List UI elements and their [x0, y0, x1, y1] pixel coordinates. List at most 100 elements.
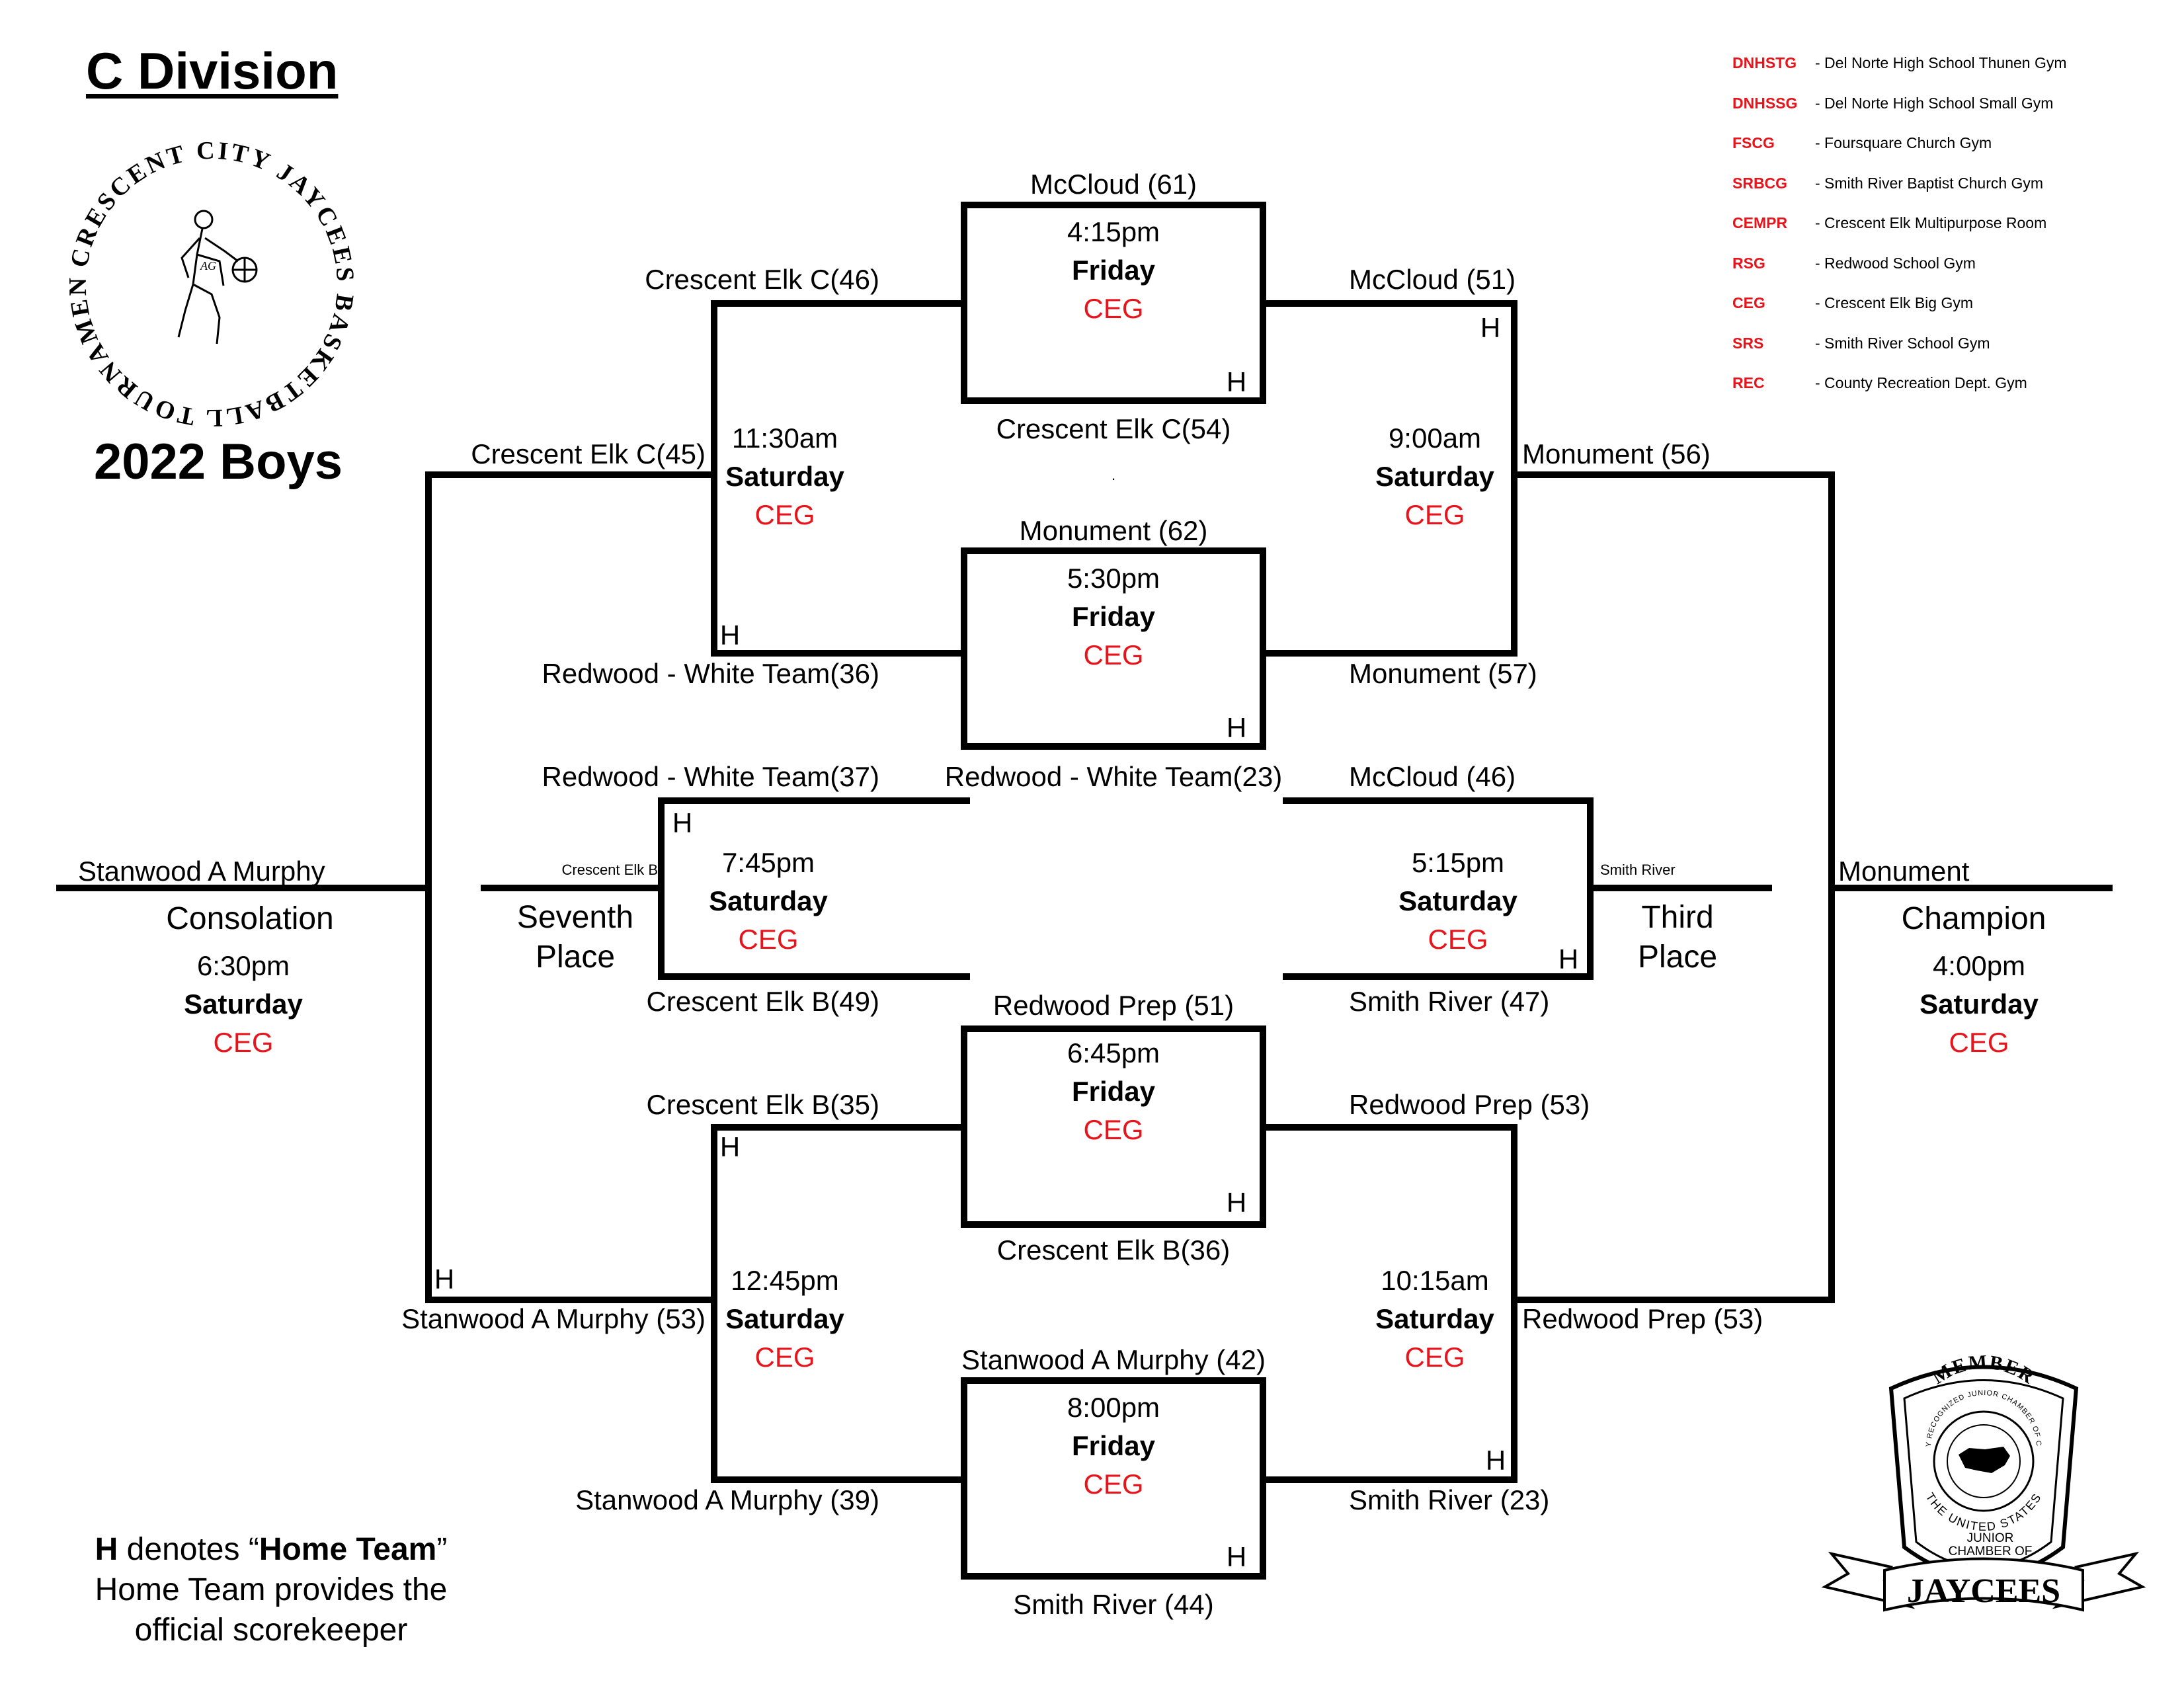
consolation-label: Consolation: [166, 901, 334, 936]
right-team-label: Smith River (47): [1349, 986, 1550, 1017]
right-team-label: McCloud (51): [1349, 264, 1516, 295]
g4-day: Friday: [1071, 1430, 1156, 1461]
g2-top-team: Monument (62): [1019, 515, 1208, 546]
g3-time: 6:45pm: [1067, 1037, 1160, 1068]
champion-label: Champion: [1901, 901, 2046, 936]
seal-junior-text: JUNIOR: [1967, 1531, 2014, 1545]
third-time: 5:15pm: [1411, 847, 1505, 878]
left-team-label: Redwood - White Team(37): [542, 761, 879, 792]
right-team-label: Monument (56): [1522, 438, 1711, 469]
left-team-label: Crescent Elk C(46): [645, 264, 879, 295]
home-marker: H: [1226, 366, 1247, 397]
g4-time: 8:00pm: [1067, 1392, 1160, 1423]
g4-top-team: Stanwood A Murphy (42): [961, 1344, 1266, 1375]
home-marker: H: [1558, 944, 1579, 975]
home-marker: H: [1480, 312, 1501, 343]
left-team-label: Crescent Elk B(35): [646, 1089, 879, 1120]
sfr-bot-day: Saturday: [1375, 1303, 1494, 1334]
third-winner: Smith River: [1600, 862, 1676, 878]
home-marker: H: [672, 807, 693, 838]
left-team-label: Crescent Elk C(45): [471, 438, 706, 469]
seventh-label-1: Seventh: [516, 900, 634, 935]
g4-bottom-team: Smith River (44): [1013, 1589, 1214, 1620]
footnote-line-3: official scorekeeper: [134, 1613, 408, 1648]
home-marker: H: [1485, 1445, 1506, 1476]
legend-code: SRBCG: [1732, 174, 1788, 192]
seventh-venue: CEG: [738, 924, 799, 955]
champion-time: 4:00pm: [1932, 950, 2026, 981]
legend-description: - County Recreation Dept. Gym: [1815, 374, 2027, 391]
sfr-bot-venue: CEG: [1404, 1342, 1465, 1373]
sfl-top-venue: CEG: [754, 499, 815, 530]
champion-day: Saturday: [1920, 988, 2039, 1020]
legend-code: SRS: [1732, 334, 1764, 352]
champion-venue: CEG: [1949, 1027, 2009, 1058]
legend-description: - Foursquare Church Gym: [1815, 134, 1992, 151]
footnote-line-1: H denotes “Home Team”: [95, 1532, 448, 1567]
third-label-1: Third: [1641, 900, 1714, 935]
division-title: C Division: [86, 42, 339, 100]
legend-description: - Smith River Baptist Church Gym: [1815, 174, 2044, 192]
legend-description: - Redwood School Gym: [1815, 254, 1976, 272]
separator-dot: .: [1111, 467, 1116, 483]
seventh-day: Saturday: [709, 885, 828, 916]
left-team-label: Stanwood A Murphy (53): [401, 1303, 706, 1334]
third-day: Saturday: [1398, 885, 1517, 916]
seventh-winner: Crescent Elk B: [561, 862, 659, 878]
legend-description: - Smith River School Gym: [1815, 334, 1990, 352]
right-team-label: McCloud (46): [1349, 761, 1516, 792]
svg-text:CRESCENT CITY JAYCEES BASKETBA: CRESCENT CITY JAYCEES BASKETBALL TOURNAM…: [46, 119, 359, 432]
legend-code: CEMPR: [1732, 214, 1788, 231]
footnote-line-2: Home Team provides the: [95, 1572, 448, 1607]
home-marker: H: [1226, 1187, 1247, 1218]
legend-code: DNHSTG: [1732, 54, 1797, 71]
right-team-label: Redwood Prep (53): [1522, 1303, 1763, 1334]
g4-venue: CEG: [1083, 1468, 1144, 1500]
left-team-label: Crescent Elk B(49): [646, 986, 879, 1017]
g3-venue: CEG: [1083, 1114, 1144, 1145]
home-team-footnote: H denotes “Home Team” Home Team provides…: [40, 1529, 503, 1650]
right-team-label: Monument (57): [1349, 658, 1537, 689]
seal-banner: [1821, 1551, 2146, 1612]
right-team-label: Redwood Prep (53): [1349, 1089, 1590, 1120]
champion-winner: Monument: [1838, 856, 1970, 887]
logo-initials: AG: [200, 259, 216, 272]
legend-code: FSCG: [1732, 134, 1775, 151]
consolation-winner: Stanwood A Murphy: [78, 856, 325, 887]
third-venue: CEG: [1428, 924, 1488, 955]
g1-bottom-team: Crescent Elk C(54): [996, 413, 1231, 444]
g1-venue: CEG: [1083, 293, 1144, 324]
right-team-label: Smith River (23): [1349, 1484, 1550, 1515]
g1-day: Friday: [1071, 255, 1156, 286]
consolation-venue: CEG: [213, 1027, 274, 1058]
g1-time: 4:15pm: [1067, 216, 1160, 247]
sfr-top-venue: CEG: [1404, 499, 1465, 530]
legend-description: - Crescent Elk Multipurpose Room: [1815, 214, 2047, 231]
tournament-logo: CRESCENT CITY JAYCEES BASKETBALL TOURNAM…: [46, 119, 359, 432]
legend-code: REC: [1732, 374, 1765, 391]
logo-ring-text: CRESCENT CITY JAYCEES BASKETBALL TOURNAM…: [46, 119, 356, 432]
season-title: 2022 Boys: [94, 434, 343, 490]
left-team-label: Redwood - White Team(36): [542, 658, 879, 689]
bracket-right-upper: [1260, 300, 1517, 657]
g3-day: Friday: [1071, 1076, 1156, 1107]
seal-banner-text: JAYCEES: [1907, 1572, 2060, 1610]
sfr-bot-time: 10:15am: [1381, 1265, 1489, 1296]
jaycees-member-seal: MEMBER OFFICIALLY RECOGNIZED JUNIOR CHAM…: [1812, 1349, 2146, 1612]
home-marker: H: [719, 1131, 741, 1162]
legend-code: RSG: [1732, 254, 1765, 272]
center-team-label: Redwood - White Team(23): [944, 761, 1283, 792]
sfr-top-day: Saturday: [1375, 461, 1494, 492]
sfl-bot-day: Saturday: [725, 1303, 844, 1334]
home-marker: H: [1226, 712, 1247, 743]
seal-chamber-text: CHAMBER OF: [1949, 1545, 2033, 1558]
usa-map-icon: [1959, 1447, 2010, 1473]
g2-time: 5:30pm: [1067, 563, 1160, 594]
home-marker: H: [434, 1264, 455, 1295]
g3-top-team: Redwood Prep (51): [992, 990, 1234, 1021]
g1-top-team: McCloud (61): [1030, 169, 1197, 200]
game-box-g2: [961, 547, 1266, 750]
legend-code: CEG: [1732, 294, 1765, 311]
bracket-left-lower: [711, 1124, 967, 1483]
